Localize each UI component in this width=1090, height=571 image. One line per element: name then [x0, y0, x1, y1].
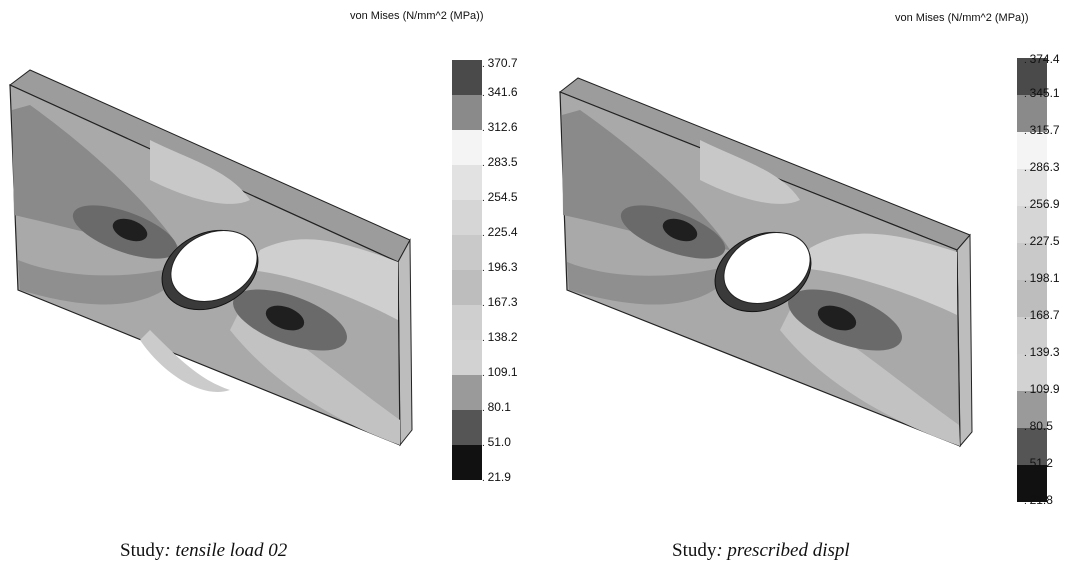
legend-tick: 341.6: [482, 85, 518, 99]
legend-title: von Mises (N/mm^2 (MPa)): [895, 12, 1029, 24]
legend-tick: 21.8: [1024, 493, 1053, 507]
legend-band: [452, 445, 482, 480]
legend-title: von Mises (N/mm^2 (MPa)): [350, 10, 484, 22]
legend-tick: 283.5: [482, 155, 518, 169]
legend-tick: 51.0: [482, 435, 511, 449]
panel-prescribed-displ: von Mises (N/mm^2 (MPa)) 374.4 345.1 315…: [545, 0, 1090, 571]
caption-study-name: : prescribed displ: [716, 540, 850, 561]
legend-tick: 256.9: [1024, 197, 1060, 211]
legend-tick: 109.9: [1024, 382, 1060, 396]
legend-color-bar: [452, 60, 482, 480]
legend-tick: 286.3: [1024, 160, 1060, 174]
legend-band: [452, 305, 482, 340]
legend-tick: 80.5: [1024, 419, 1053, 433]
legend-band: [452, 340, 482, 375]
legend-band: [452, 130, 482, 165]
plate-stress-plot: [559, 77, 973, 448]
plate-hole: [170, 230, 258, 302]
caption-prefix: Study: [120, 540, 165, 561]
legend-tick: 21.9: [482, 470, 511, 484]
legend-band: [452, 410, 482, 445]
caption-study: Study: prescribed displ: [672, 540, 850, 562]
legend-tick: 198.1: [1024, 271, 1060, 285]
panel-tensile-load: von Mises (N/mm^2 (MPa)) 370.7 341.6 312…: [0, 0, 545, 571]
legend-tick: 109.1: [482, 365, 518, 379]
caption-prefix: Study: [672, 540, 717, 561]
plate-stress-plot: [9, 69, 413, 447]
stress-contours: [562, 110, 960, 446]
legend-tick: 225.4: [482, 225, 518, 239]
legend-tick: 254.5: [482, 190, 518, 204]
legend-band: [452, 235, 482, 270]
legend-band: [452, 60, 482, 95]
legend-tick: 138.2: [482, 330, 518, 344]
caption-study: Study: tensile load 02: [120, 540, 287, 562]
plate-hole: [723, 232, 811, 304]
legend-tick: 196.3: [482, 260, 518, 274]
stress-contours: [12, 105, 400, 445]
legend-tick: 374.4: [1024, 52, 1060, 66]
legend-band: [452, 200, 482, 235]
legend-tick: 312.6: [482, 120, 518, 134]
legend-tick: 139.3: [1024, 345, 1060, 359]
legend-tick: 51.2: [1024, 456, 1053, 470]
legend-tick: 167.3: [482, 295, 518, 309]
legend-tick: 80.1: [482, 400, 511, 414]
legend-band: [452, 270, 482, 305]
legend-tick: 227.5: [1024, 234, 1060, 248]
legend-tick: 345.1: [1024, 86, 1060, 100]
legend-band: [452, 375, 482, 410]
legend-tick: 370.7: [482, 56, 518, 70]
legend-band: [452, 165, 482, 200]
legend-band: [452, 95, 482, 130]
legend-tick: 168.7: [1024, 308, 1060, 322]
caption-study-name: : tensile load 02: [164, 540, 288, 561]
legend-tick: 315.7: [1024, 123, 1060, 137]
